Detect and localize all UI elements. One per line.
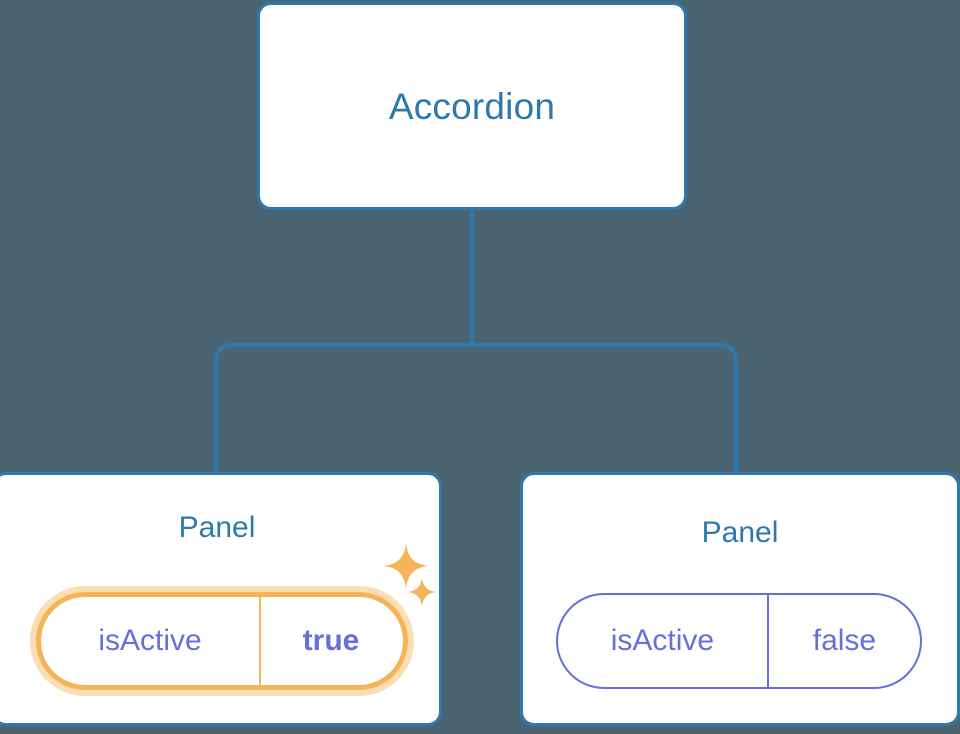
- prop-key-isactive: isActive: [610, 624, 715, 657]
- node-panel-active-label: Panel: [178, 511, 256, 544]
- node-accordion[interactable]: Accordion: [257, 2, 687, 210]
- prop-pill-isactive-true[interactable]: isActive true: [36, 592, 408, 690]
- prop-key-isactive: isActive: [98, 624, 202, 657]
- prop-value-true: true: [302, 624, 360, 657]
- node-accordion-label: Accordion: [388, 85, 556, 127]
- prop-pill-divider: [259, 597, 261, 685]
- prop-value-false: false: [812, 624, 877, 657]
- prop-pill-divider: [766, 595, 769, 687]
- node-panel-inactive-label: Panel: [701, 516, 779, 549]
- connector-branch-right: [472, 343, 738, 474]
- connector-branch-left: [214, 343, 472, 474]
- prop-pill-isactive-false[interactable]: isActive false: [556, 593, 922, 689]
